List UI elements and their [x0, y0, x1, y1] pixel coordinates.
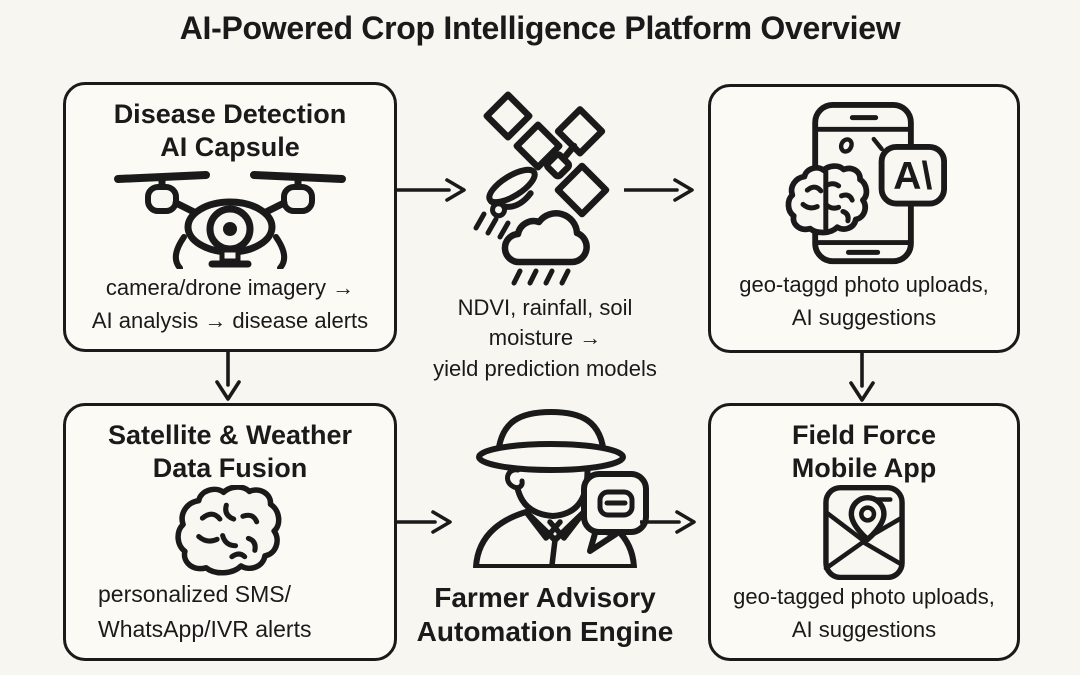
- arrow-satellite-to-uploads: [624, 178, 694, 202]
- data-fusion-title: Satellite & Weather Data Fusion: [107, 420, 353, 483]
- drone-icon: [114, 171, 346, 270]
- field-force-box: Field Force Mobile App geo-tagged photo …: [708, 403, 1020, 661]
- photo-uploads-caption: geo-taggd photo uploads, AI suggestions: [739, 272, 989, 330]
- arrow-disease-to-satellite: [396, 178, 466, 202]
- arrow-disease-to-fusion: [215, 352, 241, 401]
- map-location-pin-icon: [823, 484, 905, 580]
- farmer-caption: Farmer Advisory Automation Engine: [416, 582, 674, 648]
- satellite-caption: NDVI, rainfall, soil moisture → yield pr…: [433, 295, 657, 381]
- page-title: AI-Powered Crop Intelligence Platform Ov…: [179, 10, 901, 46]
- ai-badge: [878, 143, 947, 207]
- phone-brain-icon: A\: [785, 102, 947, 265]
- arrow-farmer-to-fieldforce: [640, 510, 696, 534]
- disease-detection-box: Disease Detection AI Capsule camera/dron…: [63, 82, 397, 352]
- brain-icon: [175, 484, 282, 576]
- disease-detection-title: Disease Detection AI Capsule: [113, 99, 347, 162]
- ai-badge-label: A\: [893, 155, 932, 198]
- arrow-fusion-to-farmer: [396, 510, 452, 534]
- data-fusion-box: Satellite & Weather Data Fusion personal…: [63, 403, 397, 661]
- brain-icon: [785, 163, 869, 236]
- arrow-uploads-to-fieldforce: [849, 353, 875, 402]
- photo-uploads-box: A\ geo-taggd photo uploads, AI suggestio…: [708, 84, 1020, 353]
- data-fusion-caption: personalized SMS/ WhatsApp/IVR alerts: [98, 581, 312, 642]
- field-force-caption: geo-tagged photo uploads, AI suggestions: [733, 584, 995, 642]
- field-force-title: Field Force Mobile App: [791, 420, 937, 483]
- disease-detection-caption: camera/drone imagery → AI analysis → dis…: [91, 275, 369, 333]
- satellite-rain-cloud-icon: [473, 91, 610, 286]
- farmer-speech-bubble-icon: [473, 409, 649, 568]
